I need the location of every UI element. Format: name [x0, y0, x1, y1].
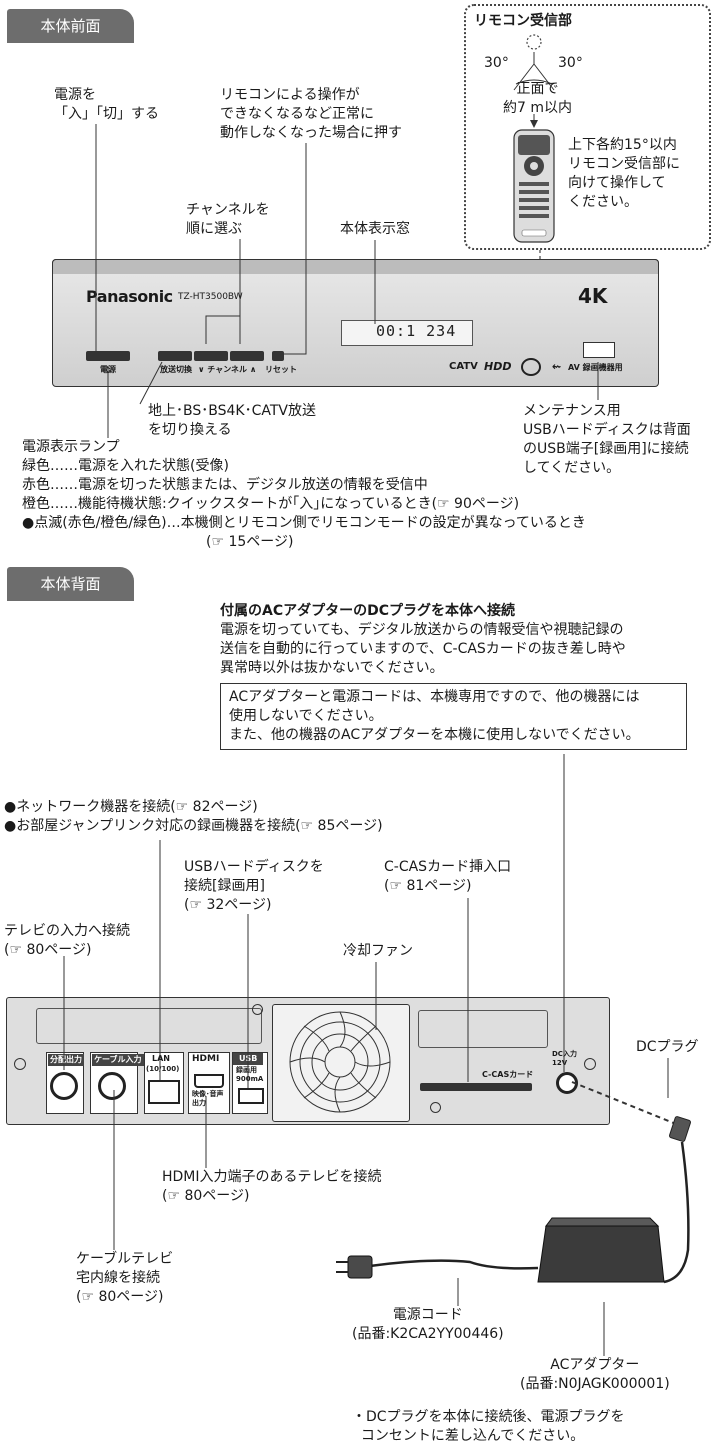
power-lamp-line-1: 緑色……電源を入れた状態(受像) [22, 458, 229, 474]
remote-control-icon [513, 129, 555, 243]
cable-in-connector [98, 1072, 126, 1100]
usb-front-caption: AV 録画機器用 [568, 363, 623, 372]
screw-icon [252, 1004, 263, 1015]
display-window-label: 本体表示窓 [340, 221, 410, 237]
channel-up-button[interactable] [230, 351, 264, 361]
tv-input-note: テレビの入力へ接続 (☞ 80ページ) [4, 923, 130, 958]
switch-button[interactable] [158, 351, 192, 361]
remote-receiver-box [464, 4, 711, 250]
ac-adapter-icon [537, 1217, 665, 1283]
angle-left-label: 30° [484, 55, 509, 71]
power-lamp-line-3: 橙色……機能待機状態:クイックスタートが｢入｣になっているとき(☞ 90ページ) [22, 496, 520, 512]
switch-button-caption: 放送切換 [160, 365, 192, 374]
footer-note: ・DCプラグを本体に接続後、電源プラグを コンセントに差し込んでください。 [352, 1409, 625, 1444]
channel-button-label: チャンネルを 順に選ぶ [186, 202, 270, 237]
reset-button-label: リモコンによる操作が できなくなるなど正常に 動作しなくなった場合に押す [220, 87, 402, 141]
arrow-down-icon [530, 120, 538, 128]
cable-tv-note: ケーブルテレビ 宅内線を接続 (☞ 80ページ) [76, 1251, 174, 1305]
screw-icon [430, 1102, 441, 1113]
fan-note: 冷却ファン [343, 943, 413, 959]
back-panel-inset-right [418, 1010, 548, 1048]
hdmi-sub-caption: 映像･音声 出力 [192, 1090, 224, 1107]
channel-button-caption: ∨ チャンネル ∧ [198, 365, 257, 374]
usb-back-sub-caption: 録画用 900mA [236, 1066, 264, 1083]
front-panel-strip [52, 259, 659, 274]
hdd-logo: HDD [484, 360, 512, 373]
dc-plug-note: DCプラグ [636, 1039, 699, 1055]
usb-back-note: USBハードディスクを 接続[録画用] (☞ 32ページ) [184, 859, 324, 913]
screw-icon [14, 1058, 26, 1070]
g-logo-icon [521, 358, 541, 376]
screw-icon [584, 1058, 596, 1070]
warning-box: ACアダプターと電源コードは、本機専用ですので、他の機器には 使用しないでくださ… [220, 683, 687, 750]
back-panel-inset [36, 1008, 262, 1044]
ccas-note: C-CASカード挿入口 (☞ 81ページ) [384, 859, 512, 894]
remote-diagram [513, 34, 555, 324]
hdmi-note: HDMI入力端子のあるテレビを接続 (☞ 80ページ) [162, 1169, 382, 1204]
back-leader-lines [63, 754, 691, 1356]
fan-grille-icon [289, 1011, 391, 1113]
power-lamp-line-4: ●点滅(赤色/橙色/緑色)…本機側とリモコン側でリモコンモードの設定が異なってい… [22, 515, 586, 531]
split-out-connector [50, 1072, 78, 1100]
power-button-label: 電源を 「入」「切」する [54, 87, 159, 122]
power-lamp-line-2: 赤色……電源を切った状態または、デジタル放送の情報を受信中 [22, 477, 428, 493]
ac-adapter-note: ACアダプター (品番:N0JAGK000001) [520, 1357, 670, 1392]
section-tab-back: 本体背面 [7, 567, 134, 601]
power-cord-note: 電源コード (品番:K2CA2YY00446) [352, 1307, 504, 1342]
lan-notes: ●ネットワーク機器を接続(☞ 82ページ) ●お部屋ジャンプリンク対応の録画機器… [4, 799, 383, 834]
section-tab-front: 本体前面 [7, 9, 134, 43]
hdmi-caption: HDMI [192, 1054, 220, 1064]
badge-4k: 4K [578, 284, 608, 308]
usb-front-port[interactable] [583, 342, 615, 358]
channel-down-button[interactable] [194, 351, 228, 361]
remote-receiver-title: リモコン受信部 [474, 13, 572, 29]
reset-button[interactable] [272, 351, 284, 361]
reset-button-caption: リセット [265, 365, 297, 374]
sensor-top-icon [526, 34, 542, 50]
dc-plug-title: 付属のACアダプターのDCプラグを本体へ接続 [220, 603, 516, 619]
lan-caption: LAN [152, 1054, 170, 1063]
model-number: TZ-HT3500BW [178, 292, 243, 302]
remote-instruction: 上下各約15°以内 リモコン受信部に 向けて操作して ください。 [568, 137, 680, 210]
split-out-caption: 分配出力 [48, 1054, 84, 1066]
ccas-caption: C-CASカード [482, 1070, 534, 1079]
maintenance-usb-label: メンテナンス用 USBハードディスクは背面 のUSB端子[録画用]に接続 してく… [523, 403, 691, 476]
lan-sub-caption: (10/100) [146, 1065, 180, 1073]
usb-back-connector [238, 1088, 264, 1104]
front-range-label: 正面で 約7 m以内 [503, 81, 572, 116]
catv-logo: CATV [449, 361, 478, 372]
brand-logo: Panasonic [86, 287, 173, 306]
dc-plug-body: 電源を切っていても、デジタル放送からの情報受信や視聴記録の 送信を自動的に行って… [220, 622, 626, 676]
display-segments: 00:1 234 [376, 322, 457, 340]
cable-in-caption: ケーブル入力 [92, 1054, 144, 1066]
angle-right-label: 30° [558, 55, 583, 71]
power-plug-icon [336, 1255, 373, 1279]
front-leader-lines [95, 124, 599, 438]
ccas-slot[interactable] [420, 1083, 532, 1091]
usb-symbol-icon: ⇜ [552, 360, 562, 373]
power-lamp-title: 電源表示ランプ [22, 439, 120, 455]
power-lamp-line-5: (☞ 15ページ) [206, 534, 294, 550]
broadcast-switch-label: 地上･BS･BS4K･CATV放送 を切り換える [148, 403, 316, 438]
display-window [341, 320, 473, 346]
lan-connector [148, 1080, 180, 1104]
hdmi-connector [194, 1074, 224, 1088]
dc-plug-icon [669, 1116, 691, 1142]
power-button[interactable] [86, 351, 130, 361]
